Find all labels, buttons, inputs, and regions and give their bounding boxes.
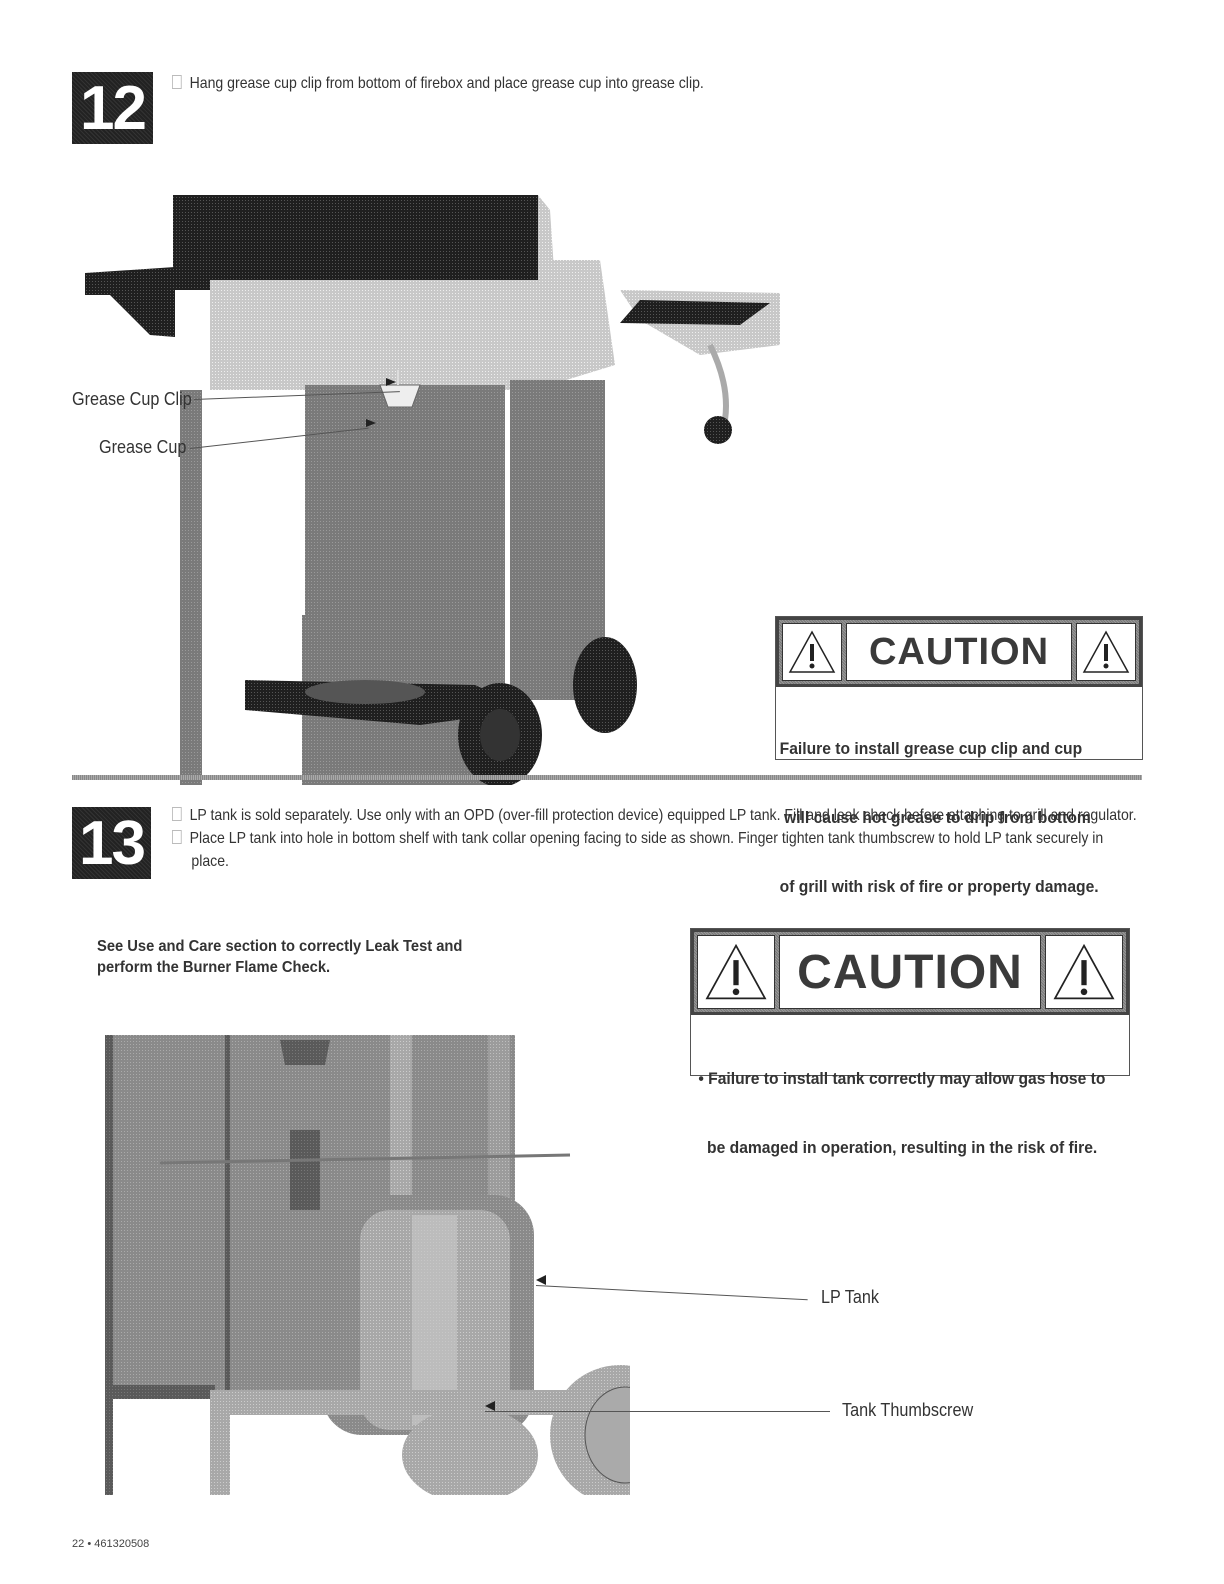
warning-triangle-icon <box>1076 623 1136 681</box>
caution-box-grease: CAUTION Failure to install grease cup cl… <box>775 616 1143 896</box>
instruction-item: Hang grease cup clip from bottom of fire… <box>172 72 964 95</box>
section-divider <box>72 775 1142 780</box>
warning-triangle-icon <box>1045 935 1123 1009</box>
caution-message: Failure to install grease cup clip and c… <box>779 739 1099 896</box>
grill-grease-cup-illustration <box>85 195 780 785</box>
callout-grease-cup: Grease Cup <box>99 437 187 457</box>
caution-banner: CAUTION <box>691 929 1129 1015</box>
document-number: 461320508 <box>94 1538 150 1550</box>
caution-title: CAUTION <box>779 935 1041 1009</box>
caution-title: CAUTION <box>846 623 1072 681</box>
callout-grease-cup-clip: Grease Cup Clip <box>72 389 192 409</box>
page-footer: 22 • 461320508 <box>72 1538 150 1550</box>
lp-tank-installation-illustration <box>105 1035 630 1495</box>
step-12-instructions: Hang grease cup clip from bottom of fire… <box>172 72 964 95</box>
instruction-item: Place LP tank into hole in bottom shelf … <box>172 827 1140 873</box>
warning-triangle-icon <box>782 623 842 681</box>
caution-message: • Failure to install tank correctly may … <box>698 1069 1106 1157</box>
step-13-badge: 13 <box>72 807 151 879</box>
warning-triangle-icon <box>697 935 775 1009</box>
callout-lp-tank: LP Tank <box>821 1287 879 1307</box>
page-number: 22 <box>72 1538 85 1550</box>
caution-banner: CAUTION <box>776 617 1142 687</box>
callout-tank-thumbscrew: Tank Thumbscrew <box>842 1400 974 1420</box>
caution-box-tank: CAUTION • Failure to install tank correc… <box>690 928 1130 1157</box>
checkbox-bullet-icon <box>172 75 182 89</box>
checkbox-bullet-icon <box>172 807 182 821</box>
step-12-badge: 12 <box>72 72 153 144</box>
leader-line <box>485 1411 830 1412</box>
instruction-item: LP tank is sold separately. Use only wit… <box>172 804 1140 827</box>
checkbox-bullet-icon <box>172 830 182 844</box>
leak-test-note: See Use and Care section to correctly Le… <box>97 938 463 976</box>
step-13-instructions: LP tank is sold separately. Use only wit… <box>172 804 1140 873</box>
